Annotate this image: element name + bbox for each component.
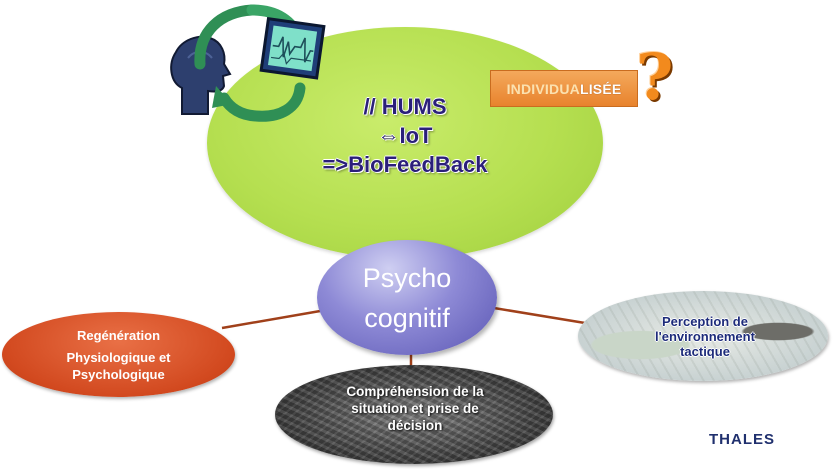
node-perception-ellipse — [578, 291, 828, 381]
link-left — [221, 308, 327, 330]
node-comprehension-line3: décision — [387, 418, 443, 433]
badge-part2: LISÉE — [579, 80, 622, 97]
hub-line-biofeedback: =>BioFeedBack — [322, 152, 488, 177]
hub-text: // HUMS ⇔IoT =>BioFeedBack — [300, 92, 510, 179]
node-perception-text: Perception de l'environnement tactique — [620, 314, 790, 359]
node-comprehension-ellipse — [275, 365, 553, 464]
node-perception-line1: Perception de — [662, 314, 748, 329]
link-right — [487, 305, 586, 325]
question-mark-icon: ? — [636, 40, 674, 115]
thales-logo: THALES — [709, 431, 775, 448]
hub-line-hums: // HUMS — [363, 94, 447, 119]
monitor-waveform-icon — [259, 16, 326, 80]
hums-illustration — [160, 2, 335, 127]
node-psycho-cognitif: Psycho cognitif — [317, 240, 497, 355]
node-comprehension-text: Compréhension de la situation et prise d… — [320, 383, 510, 434]
node-regeneration: Regénération Physiologique et Psychologi… — [2, 312, 235, 397]
node-perception-line2: l'environnement — [655, 329, 755, 344]
node-psycho-line2: cognitif — [364, 302, 450, 333]
node-comprehension-line2: situation et prise de — [351, 401, 479, 416]
node-psycho-line1: Psycho — [362, 262, 452, 293]
node-comprehension-line1: Compréhension de la — [346, 384, 484, 399]
node-regeneration-line2: Physiologique et — [66, 349, 171, 365]
node-regeneration-line1: Regénération — [76, 327, 161, 343]
node-regeneration-line3: Psychologique — [72, 366, 165, 382]
hub-line-iot: ⇔IoT — [377, 123, 433, 148]
node-perception-line3: tactique — [680, 344, 730, 359]
badge-part1: INDIVIDUA — [506, 80, 580, 97]
